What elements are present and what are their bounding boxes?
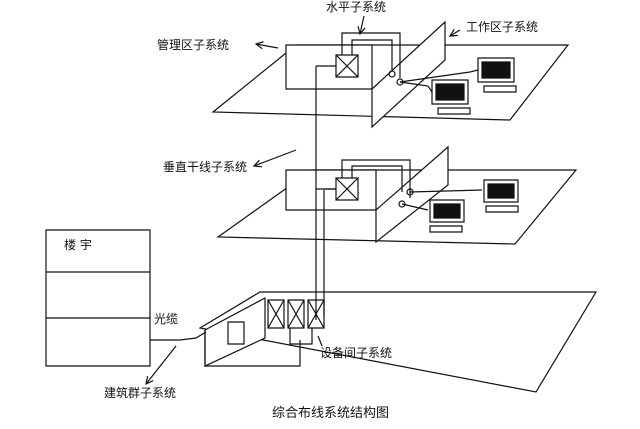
- diagram-caption: 综合布线系统结构图: [272, 406, 390, 421]
- computer-icon: [484, 180, 518, 212]
- equipment-room-subsystem-label: 设备间子系统: [320, 346, 393, 360]
- work-area-subsystem-label: 工作区子系统: [466, 20, 539, 34]
- campus-subsystem-label: 建筑群子系统: [104, 386, 177, 400]
- middle-floor: [218, 147, 576, 244]
- middle-outlet-icon: [398, 200, 406, 208]
- optical-cable-label: 光缆: [154, 312, 179, 326]
- admin-area-subsystem-label: 管理区子系统: [157, 38, 230, 52]
- ground-floor-wall: [205, 298, 265, 366]
- computer-icon: [432, 80, 470, 114]
- middle-horizontal-cable: [342, 160, 410, 198]
- top-floor-wall: [286, 45, 372, 89]
- computer-icon: [478, 58, 516, 92]
- middle-floor-plane: [218, 170, 576, 244]
- computer-icon: [430, 200, 464, 232]
- top-horizontal-cable: [342, 33, 400, 78]
- building-label: 楼 宇: [64, 238, 92, 252]
- building-block: [46, 230, 150, 366]
- ground-floor: [200, 292, 596, 392]
- equipment-room-patch-panel-icon: [268, 300, 324, 328]
- vertical-backbone-subsystem-label: 垂直干线子系统: [163, 160, 248, 174]
- optical-cable: [150, 332, 206, 340]
- top-floor-partition: [372, 22, 445, 127]
- middle-floor-wall: [286, 170, 376, 210]
- horizontal-subsystem-label: 水平子系统: [326, 0, 387, 14]
- top-floor: [213, 22, 568, 127]
- top-floor-plane: [213, 45, 568, 120]
- ground-floor-plane: [200, 292, 596, 392]
